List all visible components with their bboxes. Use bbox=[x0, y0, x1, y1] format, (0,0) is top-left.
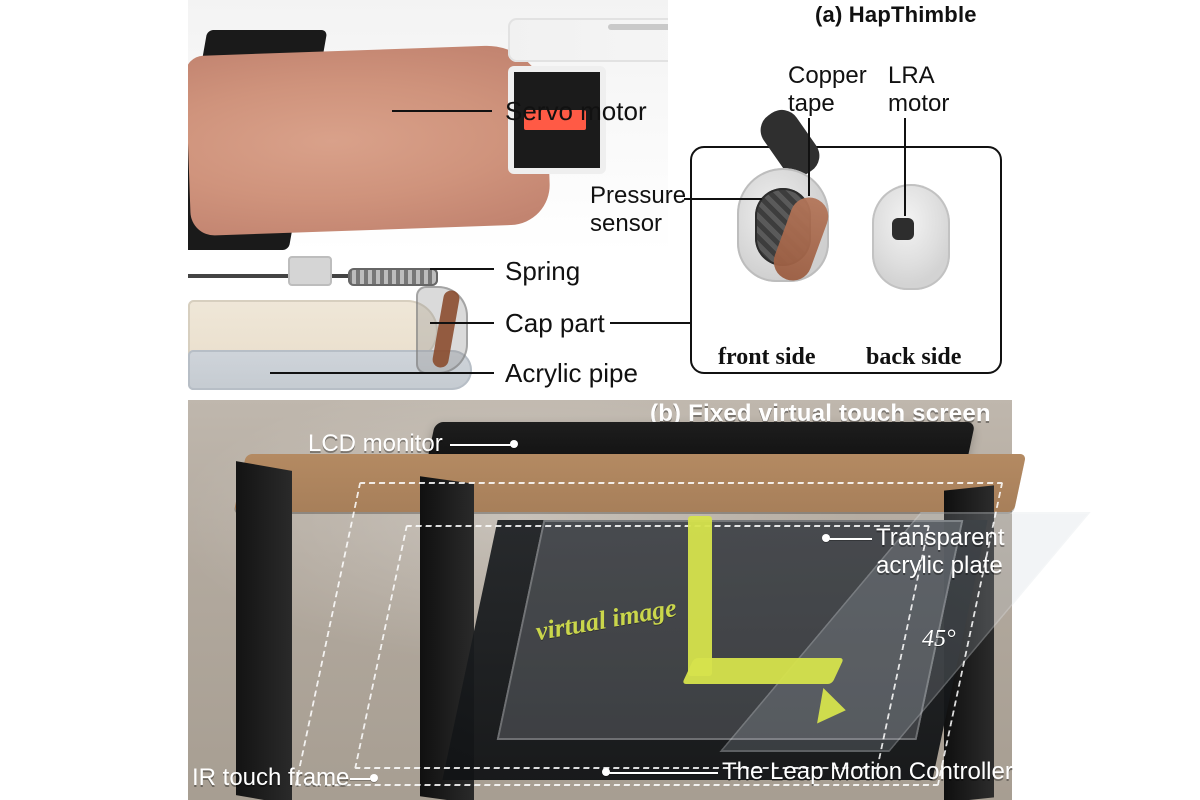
servo-motor-label: Servo motor bbox=[505, 96, 647, 126]
device-rod bbox=[608, 24, 668, 30]
transparent-acrylic-plate-callout-dot bbox=[822, 534, 830, 542]
ir-touch-frame-callout-dot bbox=[370, 774, 378, 782]
back-side-label: back side bbox=[866, 344, 962, 370]
leap-motion-label: The Leap Motion Controller bbox=[722, 758, 1013, 785]
transparent-acrylic-plate-label: Transparent acrylic plate bbox=[876, 524, 1005, 580]
sensor-detail-box bbox=[690, 146, 1002, 374]
hand bbox=[188, 43, 552, 237]
light-path-arrow-vertical bbox=[688, 516, 712, 676]
lra-motor bbox=[892, 218, 914, 240]
copper-tape-label: Copper tape bbox=[788, 62, 867, 118]
acrylic-pipe bbox=[188, 350, 472, 390]
copper-tape-label-line1: Copper bbox=[788, 62, 867, 89]
cap-part-callout-line bbox=[430, 322, 494, 324]
transparent-acrylic-plate-label-line2: acrylic plate bbox=[876, 552, 1003, 579]
virtual-screen-outline bbox=[354, 525, 930, 769]
acrylic-pipe-label: Acrylic pipe bbox=[505, 358, 638, 388]
spring-label: Spring bbox=[505, 256, 581, 286]
lcd-monitor-callout-dot bbox=[510, 440, 518, 448]
front-side-label: front side bbox=[718, 344, 816, 370]
acrylic-pipe-callout-line bbox=[270, 372, 494, 374]
spring-callout-line bbox=[430, 268, 494, 270]
leap-motion-callout-line bbox=[606, 772, 718, 774]
pressure-sensor-label-line1: Pressure bbox=[590, 182, 687, 209]
ir-touch-frame-callout-line bbox=[350, 778, 372, 780]
lcd-monitor-callout-line bbox=[450, 444, 512, 446]
cap-to-sensor-connector bbox=[610, 322, 692, 324]
pressure-sensor-label: Pressure sensor bbox=[590, 182, 686, 238]
thimble-cross-section bbox=[188, 256, 472, 396]
cap-part-label: Cap part bbox=[505, 308, 605, 338]
servo-callout-line bbox=[392, 110, 492, 112]
lra-motor-callout-line bbox=[904, 118, 906, 216]
lra-motor-label: LRA motor bbox=[888, 62, 949, 118]
transparent-acrylic-plate-label-line1: Transparent bbox=[876, 524, 1005, 551]
haptimble-photo bbox=[188, 0, 668, 252]
pressure-sensor-callout-line bbox=[684, 198, 762, 200]
ir-touch-frame-label: IR touch frame bbox=[192, 764, 350, 791]
copper-tape-label-line2: tape bbox=[788, 90, 835, 117]
light-path-arrow-horizontal bbox=[681, 658, 845, 684]
leap-motion-callout-dot bbox=[602, 768, 610, 776]
angle-label: 45° bbox=[922, 626, 956, 652]
cross-section-block bbox=[288, 256, 332, 286]
frame-left bbox=[236, 461, 292, 800]
pressure-sensor-label-line2: sensor bbox=[590, 210, 663, 237]
copper-tape-callout-line bbox=[808, 118, 810, 196]
lra-motor-label-line2: motor bbox=[888, 90, 950, 117]
panel-a-title: (a) HapThimble bbox=[815, 2, 977, 27]
transparent-acrylic-plate-callout-line bbox=[826, 538, 872, 540]
spring bbox=[348, 268, 438, 286]
servo-label-plate bbox=[524, 110, 586, 130]
lcd-monitor-label: LCD monitor bbox=[308, 430, 443, 457]
lra-motor-label-line1: LRA bbox=[888, 62, 935, 89]
